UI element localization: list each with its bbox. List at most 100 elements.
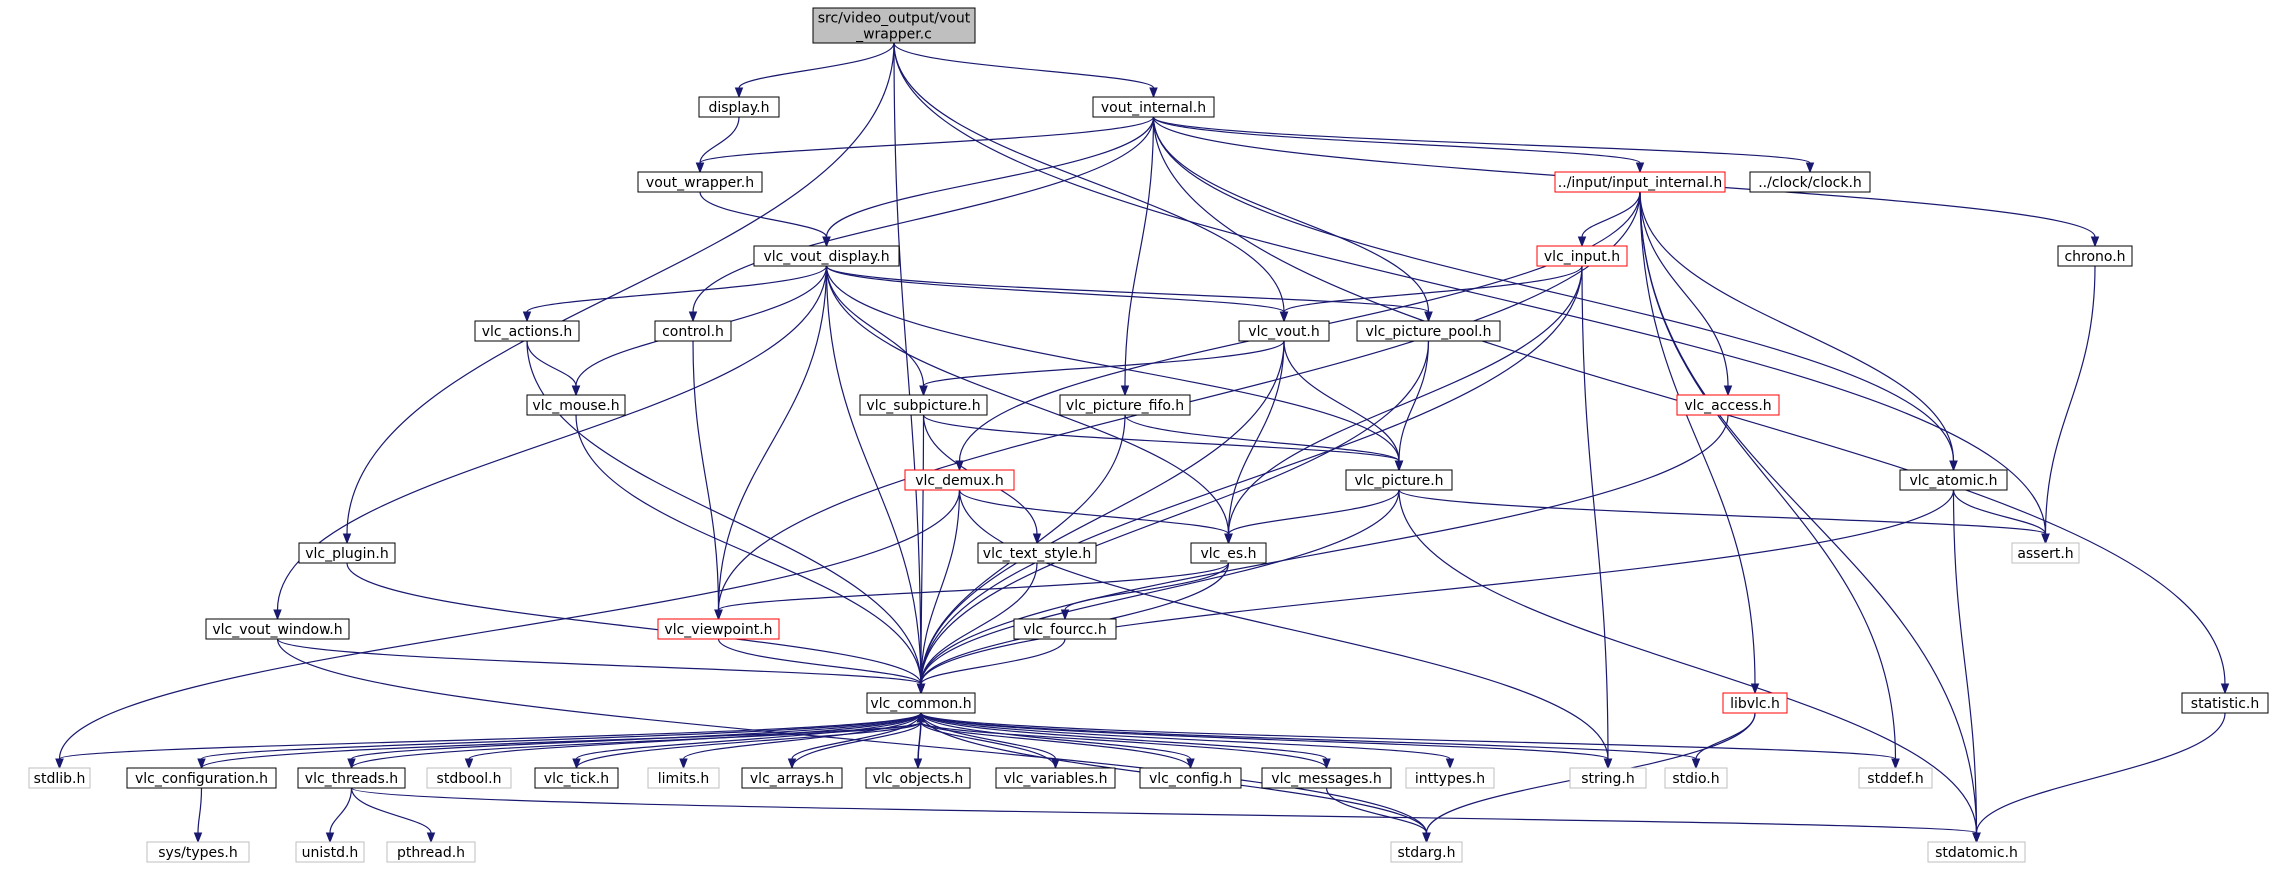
node-vlc-text-style-h[interactable]: vlc_text_style.h — [977, 542, 1097, 564]
node-vlc-config-h[interactable]: vlc_config.h — [1139, 767, 1242, 789]
node-label: vlc_vout_display.h — [763, 249, 889, 265]
node-assert-h[interactable]: assert.h — [2011, 542, 2080, 564]
edge-vlc_picture_fifo_h-to-vlc_picture_h — [1124, 414, 1404, 472]
node-vlc-es-h[interactable]: vlc_es.h — [1190, 542, 1267, 564]
node-stdlib-h[interactable]: stdlib.h — [28, 767, 91, 789]
node-vlc-picture-h[interactable]: vlc_picture.h — [1345, 469, 1453, 491]
node-label: limits.h — [658, 771, 709, 787]
node-display-h[interactable]: display.h — [698, 96, 780, 118]
node-libvlc-h[interactable]: libvlc.h — [1722, 692, 1788, 714]
node-label: assert.h — [2017, 546, 2073, 562]
node-label: vlc_messages.h — [1271, 771, 1381, 787]
node-chrono-h[interactable]: chrono.h — [2057, 245, 2133, 267]
node-vlc-input-h[interactable]: vlc_input.h — [1536, 245, 1628, 267]
node-vlc-messages-h[interactable]: vlc_messages.h — [1261, 767, 1392, 789]
node-label: vlc_picture_pool.h — [1366, 324, 1492, 340]
node-vlc-vout-window-h[interactable]: vlc_vout_window.h — [205, 618, 350, 640]
node-box — [859, 394, 988, 416]
node-stdio-h[interactable]: stdio.h — [1664, 767, 1728, 789]
node-box — [995, 767, 1116, 789]
edge-vout_internal_h-to-vout_wrapper_h — [695, 116, 1155, 174]
node-vout-internal-h[interactable]: vout_internal.h — [1092, 96, 1215, 118]
edge-vlc_common_h-to-vlc_config_h — [920, 712, 1195, 770]
node-label: pthread.h — [397, 845, 465, 861]
node-vout-wrapper-h[interactable]: vout_wrapper.h — [637, 171, 763, 193]
edge-vlc_actions_h-to-vlc_mouse_h — [526, 340, 581, 397]
node-stddef-h[interactable]: stddef.h — [1858, 767, 1933, 789]
node-vlc-vout-display-h[interactable]: vlc_vout_display.h — [753, 245, 900, 267]
node-vlc-mouse-h[interactable]: vlc_mouse.h — [526, 394, 626, 416]
edge-vlc_common_h-to-vlc_messages_h — [920, 712, 1331, 770]
node-box — [1059, 394, 1191, 416]
node-box — [866, 692, 976, 714]
node-label: vlc_fourcc.h — [1023, 622, 1106, 638]
node-statistic-h[interactable]: statistic.h — [2181, 692, 2269, 714]
node-label: stdlib.h — [34, 771, 86, 787]
edge-input_internal_h-to-stddef_h — [1639, 191, 1900, 770]
node-box — [126, 767, 277, 789]
node-inttypes-h[interactable]: inttypes.h — [1405, 767, 1495, 789]
node-stdatomic-h[interactable]: stdatomic.h — [1927, 841, 2026, 863]
node-label: vlc_mouse.h — [532, 398, 619, 414]
node-unistd-h[interactable]: unistd.h — [295, 841, 365, 863]
node-label: display.h — [708, 100, 769, 116]
node-label: vout_wrapper.h — [646, 175, 754, 191]
node-vlc-fourcc-h[interactable]: vlc_fourcc.h — [1013, 618, 1117, 640]
node-label: chrono.h — [2064, 249, 2125, 265]
node-pthread-h[interactable]: pthread.h — [386, 841, 476, 863]
node-box — [1345, 469, 1453, 491]
node-label: sys/types.h — [158, 845, 237, 861]
node-label: vlc_picture.h — [1354, 473, 1443, 489]
edge-vlc_input_h-to-string_h — [1581, 265, 1613, 770]
edge-vlc_threads_h-to-pthread_h — [350, 787, 436, 844]
node-label: inttypes.h — [1415, 771, 1485, 787]
node-label: vlc_threads.h — [305, 771, 398, 787]
node-vlc-threads-h[interactable]: vlc_threads.h — [297, 767, 406, 789]
edge-vlc_tick_h-to-vlc_common_h — [575, 711, 926, 769]
edge-vout_internal_h-to-vlc_vout_display_h — [822, 116, 1155, 248]
node-input-internal-h[interactable]: ../input/input_internal.h — [1554, 171, 1726, 193]
node-vlc-viewpoint-h[interactable]: vlc_viewpoint.h — [657, 618, 780, 640]
edges-layer — [55, 42, 2230, 844]
edge-vlc_es_h-to-vlc_viewpoint_h — [714, 562, 1230, 621]
node-vlc-common-h[interactable]: vlc_common.h — [866, 692, 976, 714]
node-vlc-atomic-h[interactable]: vlc_atomic.h — [1899, 469, 2008, 491]
edge-vlc_common_h-to-vlc_tick_h — [572, 712, 922, 770]
nodes-layer: src/video_output/vout_wrapper.c display.h… — [28, 7, 2269, 863]
node-vlc-variables-h[interactable]: vlc_variables.h — [995, 767, 1116, 789]
node-vlc-objects-h[interactable]: vlc_objects.h — [865, 767, 971, 789]
edge-vlc_configuration_h-to-sys_types_h — [193, 787, 203, 844]
node-vlc-picture-pool-h[interactable]: vlc_picture_pool.h — [1356, 320, 1501, 342]
node-vlc-tick-h[interactable]: vlc_tick.h — [534, 767, 619, 789]
node-string-h[interactable]: string.h — [1569, 767, 1647, 789]
node-vlc-configuration-h[interactable]: vlc_configuration.h — [126, 767, 277, 789]
node-label: string.h — [1581, 771, 1635, 787]
node-sys-types-h[interactable]: sys/types.h — [146, 841, 250, 863]
node-label: vout_internal.h — [1101, 100, 1206, 116]
node-control-h[interactable]: control.h — [654, 320, 732, 342]
node-box — [1390, 841, 1463, 863]
node-stdbool-h[interactable]: stdbool.h — [426, 767, 512, 789]
edge-vlc_picture_h-to-stdatomic_h — [1398, 489, 1981, 844]
edge-vlc_common_h-to-limits_h — [679, 712, 922, 770]
node-stdarg-h[interactable]: stdarg.h — [1390, 841, 1463, 863]
edge-vout_wrapper_h-to-vlc_vout_display_h — [699, 191, 831, 248]
node-vlc-picture-fifo-h[interactable]: vlc_picture_fifo.h — [1059, 394, 1191, 416]
node-root[interactable]: src/video_output/vout_wrapper.c — [812, 7, 976, 44]
node-box — [865, 767, 971, 789]
node-vlc-demux-h[interactable]: vlc_demux.h — [904, 469, 1015, 491]
node-label: vlc_access.h — [1684, 398, 1771, 414]
node-vlc-plugin-h[interactable]: vlc_plugin.h — [298, 542, 396, 564]
node-vlc-vout-h[interactable]: vlc_vout.h — [1238, 320, 1330, 342]
node-label: ../clock/clock.h — [1758, 175, 1862, 191]
node-clock-h[interactable]: ../clock/clock.h — [1749, 171, 1871, 193]
edge-vlc_vout_display_h-to-vlc_subpicture_h — [825, 265, 928, 397]
node-vlc-arrays-h[interactable]: vlc_arrays.h — [741, 767, 843, 789]
edge-vlc_common_h-to-stdio_h — [920, 712, 1701, 770]
edge-vlc_vout_display_h-to-vlc_viewpoint_h — [714, 265, 828, 621]
node-label: vlc_subpicture.h — [866, 398, 980, 414]
node-limits-h[interactable]: limits.h — [647, 767, 720, 789]
node-vlc-actions-h[interactable]: vlc_actions.h — [474, 320, 580, 342]
node-vlc-access-h[interactable]: vlc_access.h — [1676, 394, 1780, 416]
node-vlc-subpicture-h[interactable]: vlc_subpicture.h — [859, 394, 988, 416]
